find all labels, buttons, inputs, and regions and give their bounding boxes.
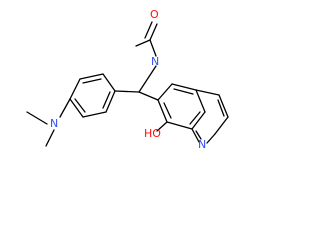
- phenyl-inner-1: [82, 78, 102, 84]
- quin-bond-b4: [191, 128, 200, 143]
- atom-nitrogen-amide: N: [151, 55, 160, 68]
- quin-bond-a6: [157, 99, 168, 123]
- bond-c-o-1: [149, 23, 158, 41]
- molecule-svg: [26, 21, 229, 147]
- quin-inner-a1: [173, 88, 194, 95]
- quin-bond-b1: [195, 89, 220, 96]
- atom-nitrogen-dimethylamino: N: [50, 117, 59, 130]
- quin-inner-b2: [195, 130, 202, 140]
- quin-bond-a1: [157, 83, 173, 101]
- bond-n-me1: [26, 111, 48, 125]
- bond-n-me2: [45, 129, 55, 147]
- quin-bond-a2: [171, 83, 197, 91]
- quin-bond-b2: [218, 94, 229, 118]
- bond-c-oh: [156, 121, 168, 132]
- bond-c-o-2: [144, 21, 153, 39]
- quin-bond-b5: [206, 133, 216, 144]
- bond-c-ch3: [135, 39, 151, 47]
- quin-bond-a4: [191, 111, 206, 130]
- atom-hydroxyl: HO: [144, 127, 161, 140]
- quin-bond-a3: [195, 89, 206, 113]
- bond-n-ch: [138, 65, 157, 93]
- phenyl-inner-3: [102, 91, 111, 109]
- quin-bond-b3: [214, 116, 229, 135]
- bond-ch-quinoline: [138, 91, 159, 101]
- structure-diagram: O N N HO N: [26, 8, 229, 151]
- quin-inner-a2: [163, 102, 172, 119]
- phenyl-bond-2: [79, 73, 104, 80]
- phenyl-bond-3: [69, 78, 81, 100]
- atom-oxygen-carbonyl: O: [150, 8, 159, 21]
- phenyl-bond-4: [69, 98, 84, 118]
- atom-nitrogen-quinoline: N: [198, 138, 207, 151]
- bond-c-n: [149, 39, 157, 57]
- quin-inner-b1: [217, 99, 225, 117]
- bond-ring-n: [59, 98, 71, 118]
- quin-bond-a5: [166, 121, 193, 130]
- phenyl-bond-5: [82, 111, 107, 118]
- quin-inner-a3: [189, 111, 201, 125]
- phenyl-bond-6: [105, 90, 116, 113]
- phenyl-bond-1: [102, 73, 116, 92]
- phenyl-inner-2: [74, 98, 86, 113]
- bond-ch-phenyl: [114, 90, 140, 93]
